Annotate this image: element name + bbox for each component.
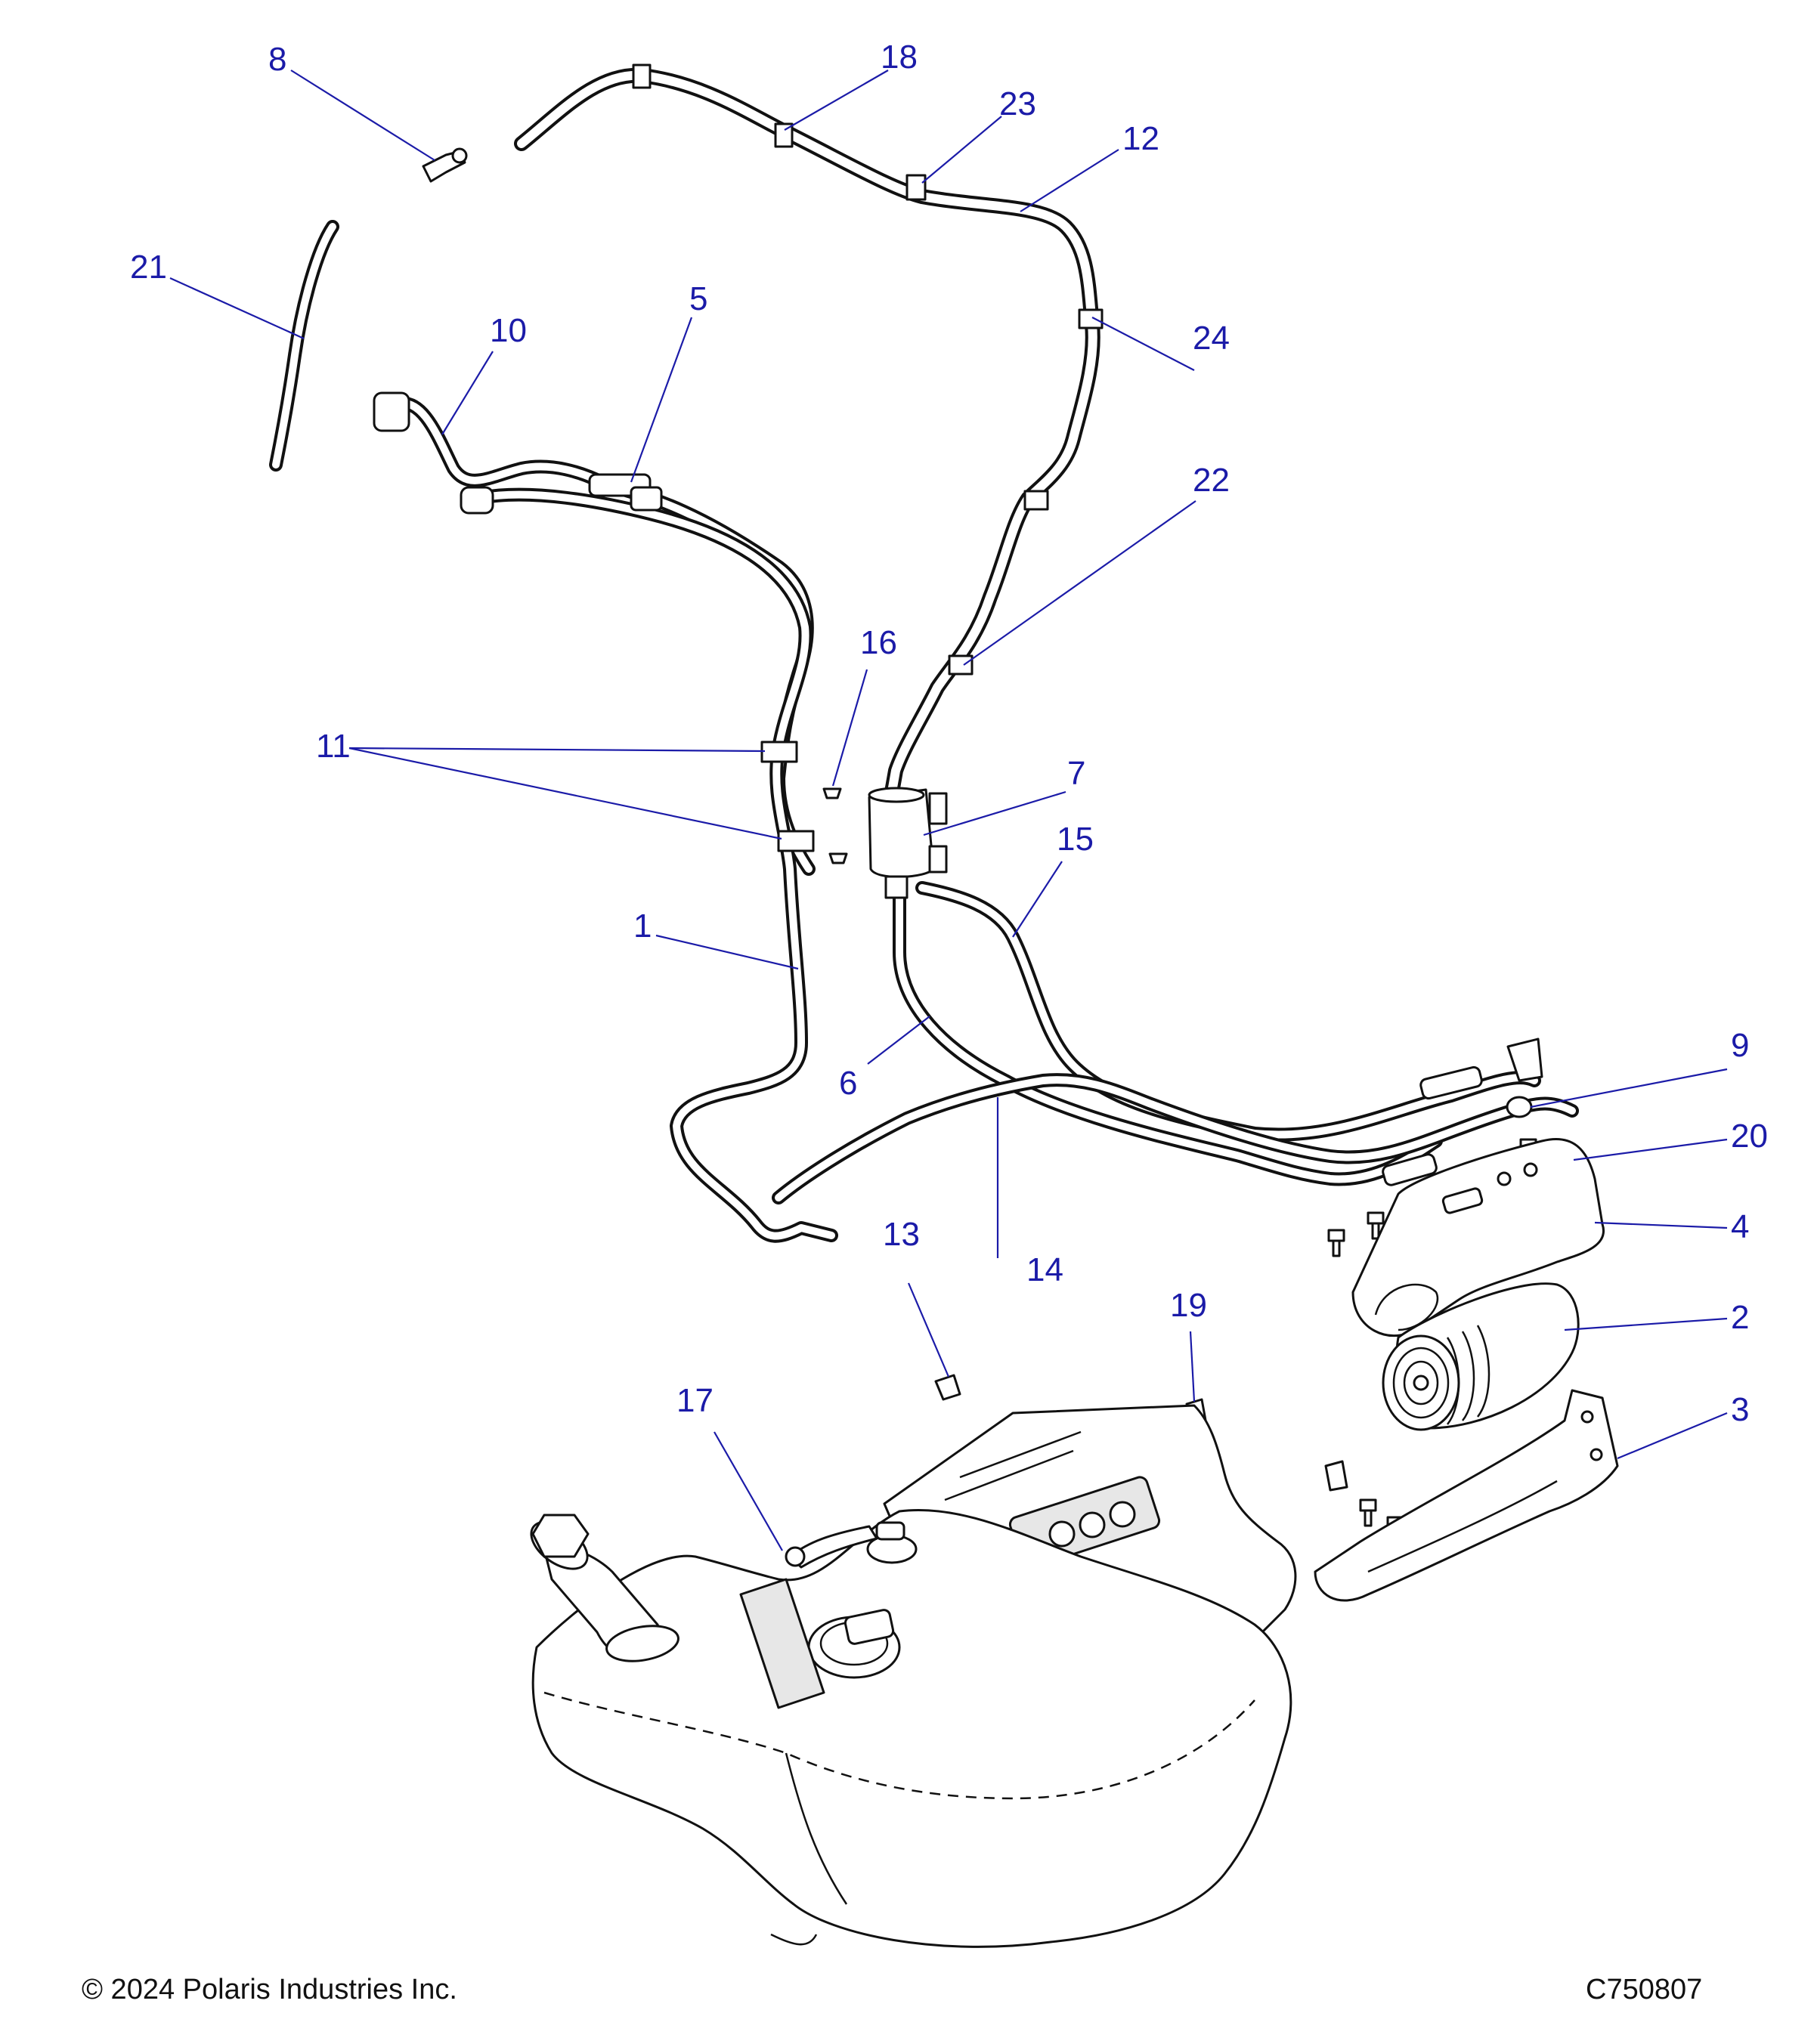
- charcoal-canister-2: [1382, 1282, 1580, 1431]
- leader-21: [169, 277, 305, 340]
- callout-23: 23: [999, 85, 1036, 122]
- fitting-8: [422, 147, 468, 183]
- callout-6: 6: [839, 1065, 857, 1102]
- leader-10: [441, 351, 494, 435]
- leader-22: [963, 500, 1196, 666]
- leader-7: [923, 790, 1066, 836]
- leader-9: [1530, 1068, 1728, 1109]
- callout-17: 17: [676, 1382, 714, 1419]
- callout-8: 8: [268, 41, 286, 78]
- callout-4: 4: [1731, 1208, 1749, 1245]
- canister-7: [868, 787, 948, 899]
- clamp-24: [1078, 308, 1104, 329]
- callout-7: 7: [1067, 755, 1085, 792]
- leader-11a: [348, 747, 766, 753]
- vent-hose-6: [893, 877, 1443, 1186]
- callout-18: 18: [881, 39, 918, 76]
- callout-3: 3: [1731, 1391, 1749, 1428]
- clamp-11a: [760, 741, 798, 763]
- callout-14: 14: [1026, 1251, 1063, 1288]
- clamp-11b: [777, 830, 815, 852]
- leader-24: [1091, 317, 1195, 371]
- callout-13: 13: [883, 1216, 920, 1253]
- clamp-24b: [1023, 490, 1049, 511]
- clamps: [632, 63, 1104, 852]
- leader-8: [290, 70, 435, 161]
- callout-1: 1: [633, 908, 652, 945]
- drawing-number: C750807: [1586, 1974, 1703, 2005]
- callout-19: 19: [1170, 1287, 1207, 1324]
- leader-4: [1594, 1221, 1728, 1229]
- copyright-notice: © 2024 Polaris Industries Inc.: [82, 1974, 457, 2005]
- callout-24: 24: [1193, 320, 1230, 357]
- leader-16: [831, 669, 868, 787]
- leader-19: [1189, 1331, 1196, 1402]
- leader-11b: [348, 747, 782, 840]
- leader-23: [921, 116, 1002, 184]
- callout-11: 11: [316, 728, 351, 765]
- leader-20: [1573, 1138, 1728, 1161]
- leader-1: [655, 934, 799, 970]
- callout-12: 12: [1122, 120, 1159, 157]
- leader-13: [907, 1282, 950, 1378]
- leader-18: [784, 70, 889, 131]
- clamp-18: [774, 122, 794, 148]
- elbow-fitting: [1382, 1037, 1543, 1186]
- canister-bracket-4: [1351, 1137, 1605, 1337]
- leader-5: [630, 317, 693, 483]
- leader-17: [714, 1431, 783, 1551]
- hoses: [269, 67, 1579, 1243]
- callout-20: 20: [1731, 1118, 1768, 1155]
- leader-6: [867, 1016, 930, 1065]
- callout-16: 16: [860, 624, 897, 661]
- callout-2: 2: [1731, 1299, 1749, 1336]
- callout-5: 5: [689, 280, 707, 317]
- callout-15: 15: [1057, 821, 1094, 858]
- leader-12: [1020, 149, 1119, 212]
- clamp-18a: [632, 63, 652, 89]
- vent-hose-12: [514, 67, 1100, 799]
- vent-hose-14: [772, 1073, 1579, 1204]
- clip-13: [934, 1374, 961, 1401]
- leader-3: [1617, 1412, 1728, 1460]
- tube-21: [269, 220, 339, 472]
- fuel-hose-10: [390, 396, 816, 876]
- fuel-tank: [530, 1404, 1297, 1948]
- quick-connector-10: [373, 391, 494, 515]
- leader-2: [1564, 1317, 1728, 1331]
- callout-10: 10: [490, 312, 527, 349]
- callout-21: 21: [130, 249, 167, 286]
- callout-9: 9: [1731, 1027, 1749, 1064]
- heat-shield-3: [1314, 1389, 1619, 1602]
- leader-15: [1012, 861, 1063, 938]
- inline-connector-5: [588, 473, 663, 512]
- push-rivets-16: [822, 787, 848, 864]
- fuel-pump-module-17: [785, 1521, 918, 1679]
- clamp-22: [948, 654, 974, 676]
- callout-labels: 8 18 23 12 21 10 5 24 22 16 11 7 15 1 6 …: [130, 39, 1768, 1428]
- vent-hose-15: [915, 881, 1541, 1142]
- callout-22: 22: [1193, 462, 1230, 499]
- leader-lines: [169, 70, 1728, 1551]
- cap-9: [1506, 1096, 1533, 1118]
- clamp-23: [905, 174, 927, 201]
- fuel-line-1: [469, 487, 838, 1243]
